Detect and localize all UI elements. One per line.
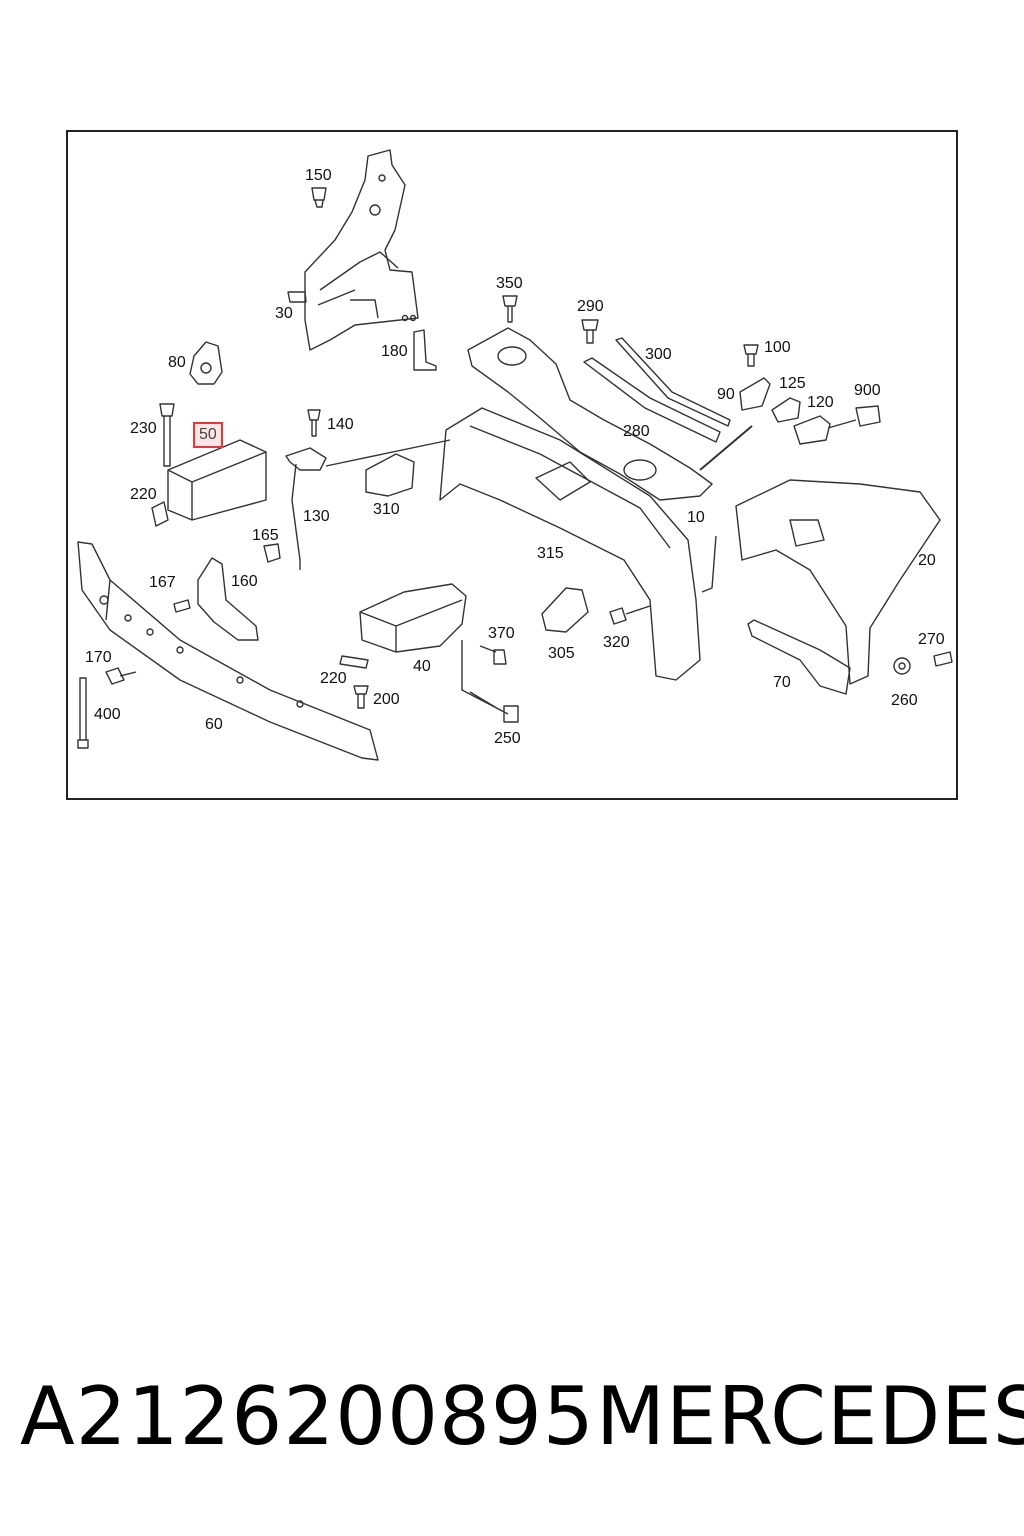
label-130[interactable]: 130 [303, 508, 330, 525]
label-60[interactable]: 60 [205, 716, 223, 733]
label-350[interactable]: 350 [496, 275, 523, 292]
label-220-right[interactable]: 220 [320, 670, 347, 687]
part-125-clip [771, 397, 801, 423]
label-140[interactable]: 140 [327, 416, 354, 433]
part-400-rivet [77, 677, 89, 749]
label-370[interactable]: 370 [488, 625, 515, 642]
label-900[interactable]: 900 [854, 382, 881, 399]
part-20-bracket [701, 479, 941, 685]
label-90[interactable]: 90 [717, 386, 735, 403]
part-310-bracket [365, 453, 415, 497]
part-100-screw [743, 344, 759, 367]
label-200[interactable]: 200 [373, 691, 400, 708]
label-180[interactable]: 180 [381, 343, 408, 360]
label-320[interactable]: 320 [603, 634, 630, 651]
label-10[interactable]: 10 [687, 509, 705, 526]
part-200-screw [353, 685, 369, 709]
part-260-grommet [893, 657, 911, 675]
part-90-clip [739, 377, 771, 411]
part-167-pin [173, 599, 191, 613]
label-280[interactable]: 280 [623, 423, 650, 440]
part-40-crash-box [359, 583, 467, 653]
part-290-bolt [581, 319, 599, 344]
part-165-clip [263, 543, 281, 563]
label-70[interactable]: 70 [773, 674, 791, 691]
part-170-bolt [105, 667, 137, 685]
part-350-bolt [502, 295, 518, 323]
label-40[interactable]: 40 [413, 658, 431, 675]
label-160[interactable]: 160 [231, 573, 258, 590]
label-260[interactable]: 260 [891, 692, 918, 709]
part-230-bolt [159, 403, 175, 467]
label-125[interactable]: 125 [779, 375, 806, 392]
part-300-seal [615, 337, 731, 427]
part-130-rod [285, 439, 451, 570]
part-305-clip [541, 587, 589, 633]
label-250[interactable]: 250 [494, 730, 521, 747]
label-170[interactable]: 170 [85, 649, 112, 666]
part-270-screw [933, 651, 953, 667]
part-140-screw [307, 409, 321, 437]
part-280-seal [583, 357, 753, 471]
diagram-frame [66, 130, 958, 800]
label-220-left[interactable]: 220 [130, 486, 157, 503]
part-number: A2126200895 [20, 1370, 595, 1463]
part-70-rail [747, 619, 851, 695]
part-150-clip [311, 187, 327, 208]
part-370-bolt [479, 645, 507, 665]
label-230[interactable]: 230 [130, 420, 157, 437]
label-150[interactable]: 150 [305, 167, 332, 184]
label-120[interactable]: 120 [807, 394, 834, 411]
label-290[interactable]: 290 [577, 298, 604, 315]
part-50-crash-box [151, 439, 267, 527]
brand-name: MERCEDES [596, 1370, 1024, 1463]
label-30[interactable]: 30 [275, 305, 293, 322]
part-900-cap [827, 405, 881, 429]
label-315[interactable]: 315 [537, 545, 564, 562]
part-315-frame [439, 407, 701, 681]
label-305[interactable]: 305 [548, 645, 575, 662]
part-120-clip [793, 415, 831, 445]
label-100[interactable]: 100 [764, 339, 791, 356]
label-50-highlighted[interactable]: 50 [193, 422, 223, 448]
label-400[interactable]: 400 [94, 706, 121, 723]
label-20[interactable]: 20 [918, 552, 936, 569]
part-80-bracket [189, 341, 223, 385]
part-220b-plate [339, 655, 369, 669]
part-30-bracket [287, 149, 419, 351]
label-270[interactable]: 270 [918, 631, 945, 648]
part-250-bolt [461, 640, 519, 723]
label-80[interactable]: 80 [168, 354, 186, 371]
part-160-bracket [197, 557, 259, 641]
part-180-bracket [413, 329, 437, 371]
label-300[interactable]: 300 [645, 346, 672, 363]
footer-caption: A2126200895 MERCEDES [20, 1370, 1024, 1463]
parts-diagram [77, 149, 953, 761]
label-167[interactable]: 167 [149, 574, 176, 591]
part-60-beam [77, 541, 379, 761]
label-165[interactable]: 165 [252, 527, 279, 544]
label-310[interactable]: 310 [373, 501, 400, 518]
part-320-bolt [609, 605, 651, 625]
part-10-crossmember [467, 327, 713, 501]
